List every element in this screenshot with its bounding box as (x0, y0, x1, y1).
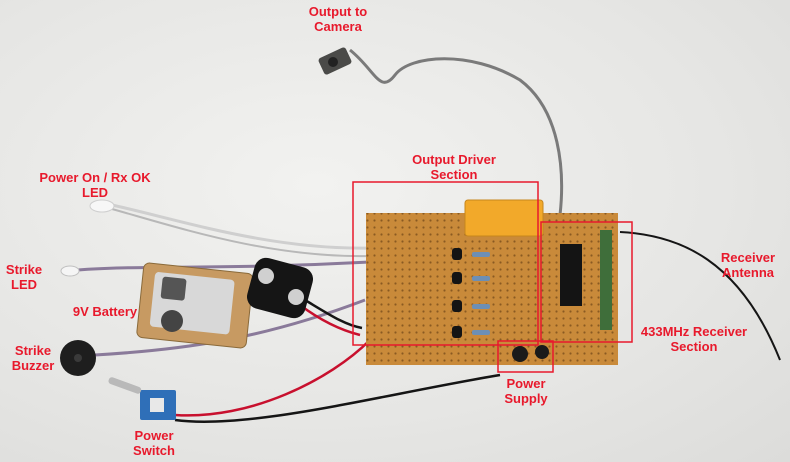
label-output-camera: Output to Camera (308, 4, 368, 34)
power-led-wire-2 (111, 208, 371, 258)
output-driver-box (352, 181, 539, 346)
label-receiver-section: 433MHz Receiver Section (640, 324, 748, 354)
relay (464, 199, 544, 237)
label-power-supply: Power Supply (504, 376, 548, 406)
power-led (89, 199, 115, 213)
snap-wire-black (304, 298, 363, 330)
switch-wire-black (174, 373, 501, 423)
label-output-driver: Output Driver Section (412, 152, 496, 182)
receiver-module (600, 230, 612, 330)
transistors (452, 248, 462, 338)
antenna-wire (619, 231, 781, 361)
strike-led (60, 265, 80, 277)
snap-wire-red (299, 303, 361, 337)
label-power-switch: Power Switch (133, 428, 175, 458)
label-strike-buzzer: Strike Buzzer (11, 343, 55, 373)
label-receiver-antenna: Receiver Antenna (720, 250, 776, 280)
power-switch (108, 377, 176, 420)
camera-plug (318, 47, 352, 75)
label-strike-led: Strike LED (5, 262, 43, 292)
power-led-wire (111, 203, 371, 250)
label-power-led: Power On / Rx OK LED (39, 170, 151, 200)
regulator-capacitor (512, 345, 549, 362)
buzzer (60, 340, 96, 376)
receiver-ic (560, 244, 582, 306)
receiver-section-box (540, 221, 633, 343)
label-battery: 9V Battery (72, 304, 138, 319)
camera-cable (349, 48, 564, 216)
resistors (472, 252, 490, 335)
battery (136, 262, 254, 349)
power-supply-box (497, 340, 554, 373)
battery-snap (246, 257, 314, 319)
strike-led-wire (77, 260, 371, 272)
switch-wire-red (174, 339, 371, 417)
